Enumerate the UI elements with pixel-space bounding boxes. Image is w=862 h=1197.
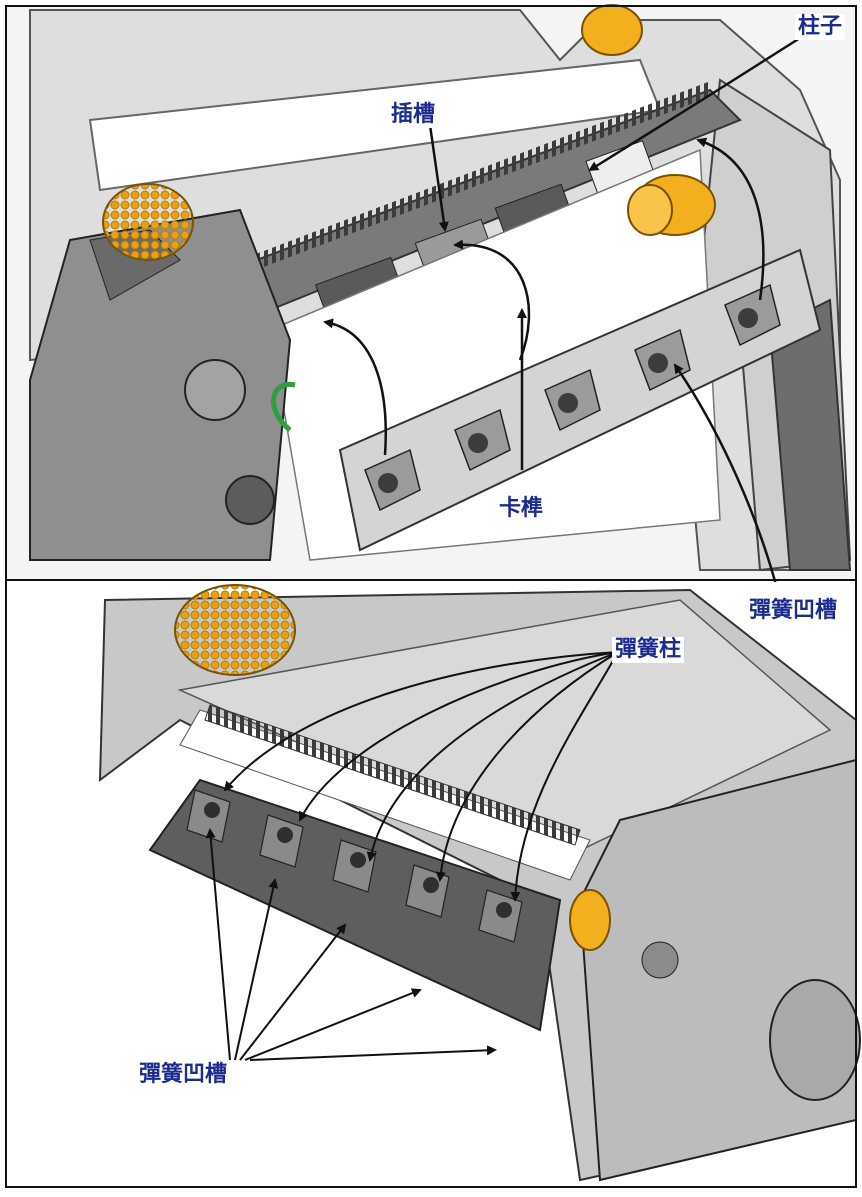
arrow-icon [299, 651, 619, 822]
arrow-icon [428, 124, 449, 232]
right-plate-boss [769, 979, 861, 1101]
dark-spring-bar [148, 778, 562, 1032]
bottom-arrows [205, 651, 619, 1061]
arrow-icon [696, 137, 765, 301]
arrow-icon [239, 923, 347, 1061]
left-side-plate [29, 208, 292, 561]
bottom-panel [6, 582, 861, 1187]
green-cable [271, 382, 296, 432]
top-right-knob-face [627, 184, 673, 236]
print-bar-teeth [235, 82, 712, 276]
arrow-icon [588, 36, 801, 172]
left-plate-gear [225, 475, 275, 525]
spring-coils-bottom [204, 802, 512, 918]
top-left-knob [102, 183, 194, 261]
arrow-icon [234, 878, 279, 1061]
arrow-icon [453, 239, 531, 361]
arrow-icon [244, 988, 422, 1061]
latch-label: 卡榫 [496, 496, 547, 522]
spring-coils-top [378, 308, 758, 493]
arrow-icon [223, 651, 619, 792]
bottom-left-knob [174, 584, 296, 676]
arrow-icon [510, 651, 619, 902]
arrow-icon [435, 651, 619, 882]
arrow-icon [249, 1045, 497, 1061]
top-panel [6, 4, 856, 601]
tooth-bar [204, 704, 581, 846]
spring-groove-label-top: 彈簧凹槽 [746, 598, 841, 624]
arrow-icon [673, 363, 782, 601]
arrow-icon [205, 828, 231, 1061]
top-arrows [323, 36, 801, 601]
right-plate-hub [641, 941, 679, 979]
left-plate-bearing [184, 359, 246, 421]
slot-label: 插槽 [388, 102, 439, 128]
spring-groove-label-bottom: 彈簧凹槽 [136, 1062, 231, 1088]
spring-post-label: 彈簧柱 [612, 637, 685, 663]
arrow-icon [366, 651, 619, 862]
bottom-right-knob [569, 889, 611, 951]
post-label: 柱子 [795, 14, 846, 40]
bottom-panel-frame [5, 579, 857, 1188]
right-side-plate [578, 758, 857, 1182]
top-upper-knob [581, 4, 643, 56]
arrow-icon [323, 318, 387, 456]
